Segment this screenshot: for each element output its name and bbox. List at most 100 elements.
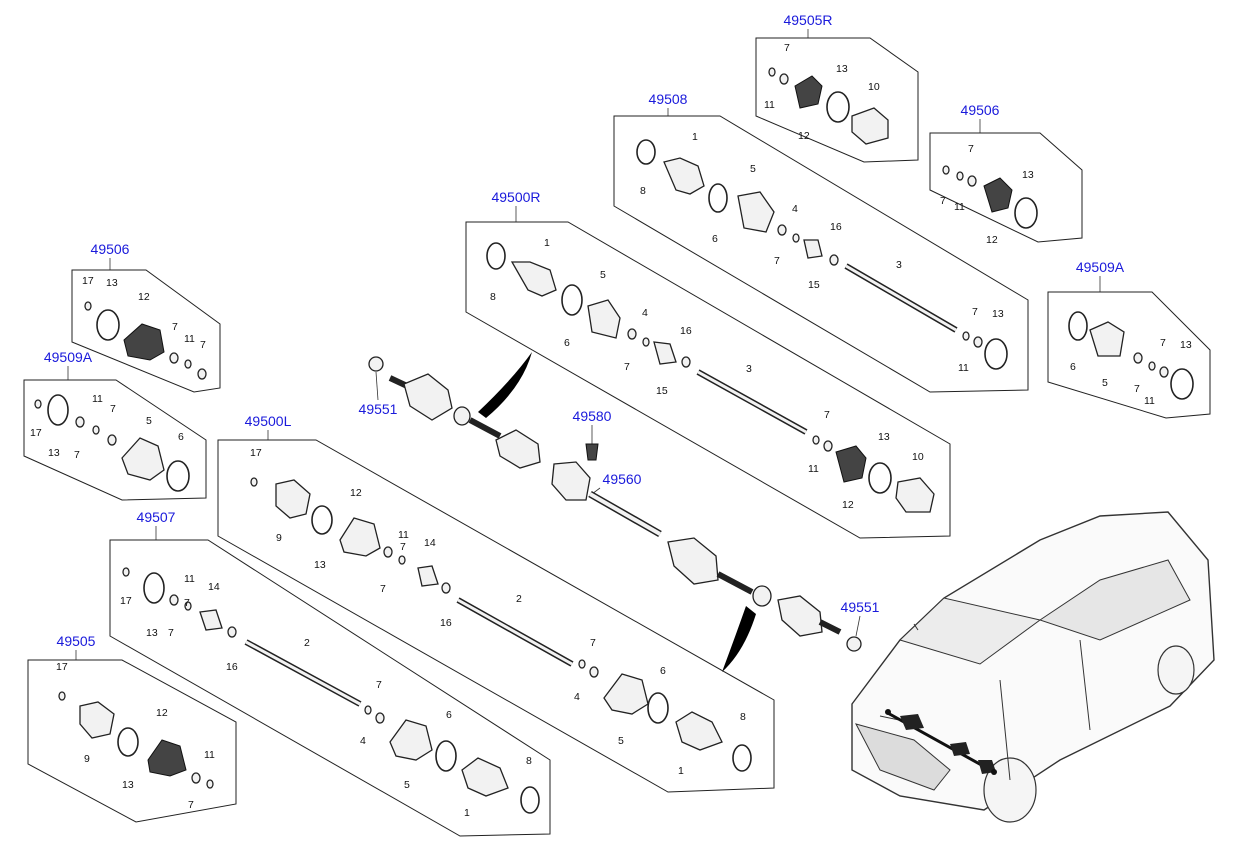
svg-text:15: 15 — [808, 279, 820, 291]
group-title-49506-left[interactable]: 49506 — [91, 241, 130, 257]
svg-text:11: 11 — [184, 333, 195, 345]
svg-text:13: 13 — [106, 277, 118, 289]
svg-text:6: 6 — [712, 233, 718, 245]
group-title-49508[interactable]: 49508 — [649, 91, 688, 107]
svg-text:2: 2 — [304, 637, 310, 649]
svg-text:7: 7 — [824, 409, 830, 421]
group-title-49505[interactable]: 49505 — [57, 633, 96, 649]
svg-text:11: 11 — [204, 749, 215, 761]
svg-text:8: 8 — [740, 711, 746, 723]
svg-text:2: 2 — [516, 593, 522, 605]
assembly-49508: 49508 1 8 5 6 4 7 16 15 3 7 13 11 — [613, 91, 1029, 393]
svg-text:3: 3 — [896, 259, 902, 271]
svg-text:7: 7 — [1160, 337, 1166, 349]
group-title-49580[interactable]: 49580 — [573, 408, 612, 424]
svg-text:17: 17 — [56, 661, 68, 673]
svg-text:7: 7 — [972, 306, 978, 318]
group-title-49500r[interactable]: 49500R — [491, 189, 540, 205]
svg-text:7: 7 — [172, 321, 178, 333]
svg-text:7: 7 — [200, 339, 206, 351]
svg-text:7: 7 — [376, 679, 382, 691]
group-title-49509a-right[interactable]: 49509A — [1076, 259, 1125, 275]
vehicle-illustration — [851, 511, 1215, 823]
svg-text:4: 4 — [360, 735, 366, 747]
svg-text:17: 17 — [30, 427, 42, 439]
svg-text:13: 13 — [836, 63, 848, 75]
svg-text:11: 11 — [764, 99, 775, 111]
group-title-49505r[interactable]: 49505R — [783, 12, 832, 28]
svg-text:7: 7 — [784, 42, 790, 54]
group-title-49560[interactable]: 49560 — [603, 471, 642, 487]
svg-text:7: 7 — [400, 541, 406, 553]
svg-text:4: 4 — [642, 307, 648, 319]
svg-text:1: 1 — [692, 131, 698, 143]
svg-text:16: 16 — [680, 325, 692, 337]
svg-text:12: 12 — [842, 499, 854, 511]
assembly-49505: 49505 17 9 13 12 11 7 — [27, 633, 237, 823]
svg-text:9: 9 — [84, 753, 90, 765]
svg-text:5: 5 — [618, 735, 624, 747]
svg-text:8: 8 — [526, 755, 532, 767]
svg-text:12: 12 — [350, 487, 362, 499]
group-title-49500l[interactable]: 49500L — [245, 413, 292, 429]
svg-text:13: 13 — [878, 431, 890, 443]
svg-text:5: 5 — [750, 163, 756, 175]
svg-text:5: 5 — [146, 415, 152, 427]
svg-text:4: 4 — [792, 203, 798, 215]
group-title-49506-right[interactable]: 49506 — [961, 102, 1000, 118]
center-shaft-assembly: 49551 49580 49560 49551 — [359, 352, 880, 672]
assembly-49500r: 49500R 1 8 5 6 4 7 16 15 3 7 11 13 10 12 — [465, 189, 951, 539]
svg-text:12: 12 — [156, 707, 168, 719]
svg-text:1: 1 — [544, 237, 550, 249]
svg-text:16: 16 — [830, 221, 842, 233]
svg-text:15: 15 — [656, 385, 668, 397]
group-title-49551-bottom[interactable]: 49551 — [841, 599, 880, 615]
group-title-49551-top[interactable]: 49551 — [359, 401, 398, 417]
svg-text:12: 12 — [138, 291, 150, 303]
svg-text:13: 13 — [992, 308, 1004, 320]
group-title-49507[interactable]: 49507 — [137, 509, 176, 525]
svg-text:8: 8 — [640, 185, 646, 197]
svg-text:7: 7 — [940, 195, 946, 207]
svg-text:17: 17 — [250, 447, 262, 459]
svg-text:17: 17 — [82, 275, 94, 287]
svg-text:7: 7 — [1134, 383, 1140, 395]
svg-text:7: 7 — [74, 449, 80, 461]
svg-text:13: 13 — [1022, 169, 1034, 181]
svg-text:7: 7 — [110, 403, 116, 415]
svg-text:6: 6 — [446, 709, 452, 721]
svg-text:11: 11 — [184, 573, 195, 585]
svg-text:12: 12 — [798, 130, 810, 142]
svg-text:7: 7 — [380, 583, 386, 595]
assembly-49507: 49507 17 13 7 11 7 14 16 2 4 7 5 6 1 8 — [109, 509, 551, 837]
svg-text:4: 4 — [574, 691, 580, 703]
assembly-49500l: 49500L 17 9 13 12 7 11 7 14 16 2 4 7 5 6… — [217, 413, 775, 793]
svg-text:14: 14 — [424, 537, 436, 549]
svg-text:13: 13 — [122, 779, 134, 791]
svg-text:7: 7 — [624, 361, 630, 373]
svg-text:5: 5 — [600, 269, 606, 281]
svg-text:7: 7 — [184, 597, 190, 609]
svg-text:11: 11 — [954, 201, 965, 213]
svg-text:9: 9 — [276, 532, 282, 544]
svg-text:8: 8 — [490, 291, 496, 303]
assembly-49506-left: 49506 17 13 12 7 11 7 — [71, 241, 221, 393]
svg-text:13: 13 — [1180, 339, 1192, 351]
svg-text:13: 13 — [48, 447, 60, 459]
svg-text:17: 17 — [120, 595, 132, 607]
svg-text:5: 5 — [1102, 377, 1108, 389]
svg-text:12: 12 — [986, 234, 998, 246]
svg-text:14: 14 — [208, 581, 220, 593]
svg-text:7: 7 — [590, 637, 596, 649]
svg-text:11: 11 — [808, 463, 819, 475]
svg-text:10: 10 — [868, 81, 880, 93]
svg-text:6: 6 — [660, 665, 666, 677]
svg-text:13: 13 — [146, 627, 158, 639]
svg-text:6: 6 — [178, 431, 184, 443]
assembly-49509a-left: 49509A 17 13 7 11 7 5 6 — [23, 349, 207, 501]
svg-text:1: 1 — [464, 807, 470, 819]
group-title-49509a-left[interactable]: 49509A — [44, 349, 93, 365]
assembly-49505r: 49505R 7 11 13 10 12 — [755, 12, 919, 163]
svg-text:3: 3 — [746, 363, 752, 375]
